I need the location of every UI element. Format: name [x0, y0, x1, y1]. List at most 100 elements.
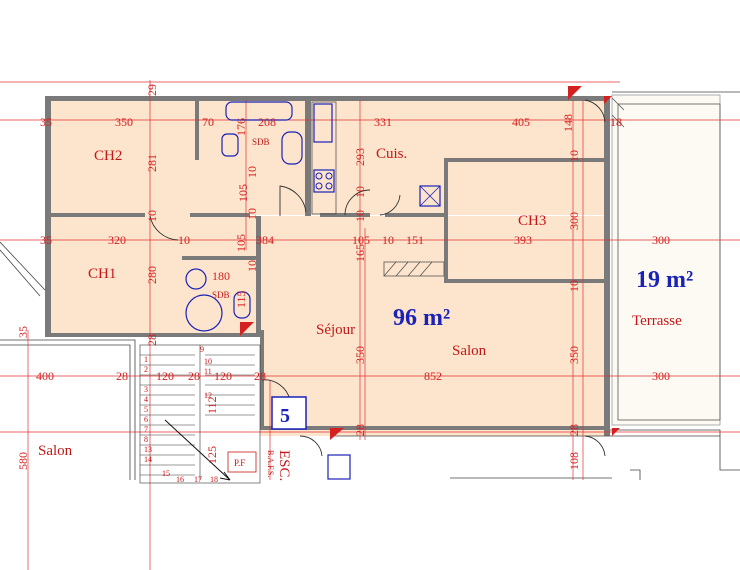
walls: [45, 96, 610, 436]
dim-label: 115: [234, 290, 248, 308]
dim-label: 35: [40, 115, 52, 129]
kitchen-sink-2-icon: [327, 454, 351, 480]
dim-label: 300: [652, 369, 670, 383]
stair-number: 17: [194, 475, 202, 484]
outer-lines: [0, 91, 740, 480]
room-fills: [50, 100, 610, 436]
sink-icon: [221, 133, 239, 157]
terrace-area: 19 m²: [636, 267, 693, 293]
dim-label: 350: [115, 115, 133, 129]
dim-label: 35: [40, 233, 52, 247]
stair-number: 4: [144, 395, 148, 404]
dim-label: 580: [16, 452, 30, 470]
washbasin-icon: [185, 268, 207, 290]
dim-label: 29: [145, 84, 159, 96]
dim-label: 10: [145, 210, 159, 222]
dim-label: 10: [178, 233, 190, 247]
stair-number: 6: [144, 415, 148, 424]
dim-label: 331: [374, 115, 392, 129]
dim-label: 120: [156, 369, 174, 383]
room-label-terrasse: Terrasse: [632, 313, 682, 329]
dim-label: 28: [353, 424, 367, 436]
fixtures: [185, 101, 441, 480]
dim-label: 28: [116, 369, 128, 383]
dim-label: 320: [108, 233, 126, 247]
dim-label: 28: [567, 424, 581, 436]
dim-label: 350: [353, 346, 367, 364]
room-label-esc-sub: B.A.F.S.: [266, 450, 275, 477]
room-label-salon-left: Salon: [38, 443, 73, 459]
dimension-lines: [0, 80, 740, 570]
dim-label: 70: [202, 115, 214, 129]
dim-label: 165: [353, 244, 367, 262]
stair-number: 7: [144, 425, 148, 434]
dim-label: 28: [254, 369, 266, 383]
unit-number: 5: [280, 405, 290, 427]
stair-number: 9: [200, 345, 204, 354]
unit-number-box: [271, 396, 307, 430]
room-label-esc: ESC.: [276, 450, 292, 481]
toilet-2-icon: [233, 291, 251, 319]
dimension-labels: 35 350 70 208 331 405 148 18 29 281 176 …: [16, 84, 670, 470]
stove-icon: [313, 169, 335, 193]
kitchen-sink-icon: [313, 103, 333, 143]
dim-label: 405: [512, 115, 530, 129]
stair-number: 18: [210, 475, 218, 484]
stair-number: 2: [144, 365, 148, 374]
stairwell: [139, 344, 261, 484]
fire-door-box: [227, 451, 257, 473]
room-label-pf: P.F: [234, 458, 245, 468]
dim-label: 384: [256, 233, 274, 247]
toilet-icon: [281, 131, 303, 165]
shower-icon: [185, 294, 223, 332]
dim-label: 300: [567, 212, 581, 230]
room-label-sejour: Séjour: [316, 322, 355, 338]
dim-label: 293: [353, 148, 367, 166]
room-label-ch2: CH2: [94, 148, 122, 164]
dim-label: 10: [245, 208, 259, 220]
dim-label: 10: [567, 280, 581, 292]
dim-label: 852: [424, 369, 442, 383]
dim-label: 105: [234, 234, 248, 252]
dim-label: 28: [145, 334, 159, 346]
dim-label: 10: [245, 260, 259, 272]
dim-label: 180: [212, 269, 230, 283]
stair-number: 3: [144, 385, 148, 394]
dim-label: 148: [561, 114, 575, 132]
dim-label: 10: [245, 166, 259, 178]
dim-label: 393: [514, 233, 532, 247]
dim-label: 300: [652, 233, 670, 247]
room-label-cuis: Cuis.: [376, 146, 407, 162]
dim-label: 120: [214, 369, 232, 383]
room-label-sdb-top: SDB: [252, 137, 270, 147]
dim-label: 18: [610, 115, 622, 129]
dim-label: 10: [567, 150, 581, 162]
fridge-icon: [419, 185, 441, 207]
dim-label: 10: [382, 233, 394, 247]
apartment-area: 96 m²: [393, 305, 450, 331]
dim-label: 10: [353, 210, 367, 222]
bathtub-icon: [225, 101, 293, 121]
dim-label: 112: [205, 396, 219, 414]
stair-number: 11: [204, 367, 212, 376]
doors: [149, 99, 606, 457]
dim-label: 208: [258, 115, 276, 129]
dim-label: 125: [205, 446, 219, 464]
stair-numbers: 1 2 3 4 5 6 7 8 9 10 11 12 13 14 15 16 1…: [144, 345, 218, 484]
stair-number: 1: [144, 355, 148, 364]
dim-label: 35: [16, 326, 30, 338]
room-label-salon: Salon: [452, 343, 487, 359]
dim-label: 280: [145, 266, 159, 284]
dim-label: 400: [36, 369, 54, 383]
stair-number: 15: [162, 469, 170, 478]
red-markers: [240, 86, 620, 440]
stair-number: 14: [144, 455, 152, 464]
dim-label: 350: [567, 346, 581, 364]
stair-number: 16: [176, 475, 184, 484]
room-label-ch3: CH3: [518, 213, 546, 229]
stair-number: 5: [144, 405, 148, 414]
stair-number: 10: [204, 357, 212, 366]
dim-label: 105: [352, 233, 370, 247]
stair-number: 8: [144, 435, 148, 444]
